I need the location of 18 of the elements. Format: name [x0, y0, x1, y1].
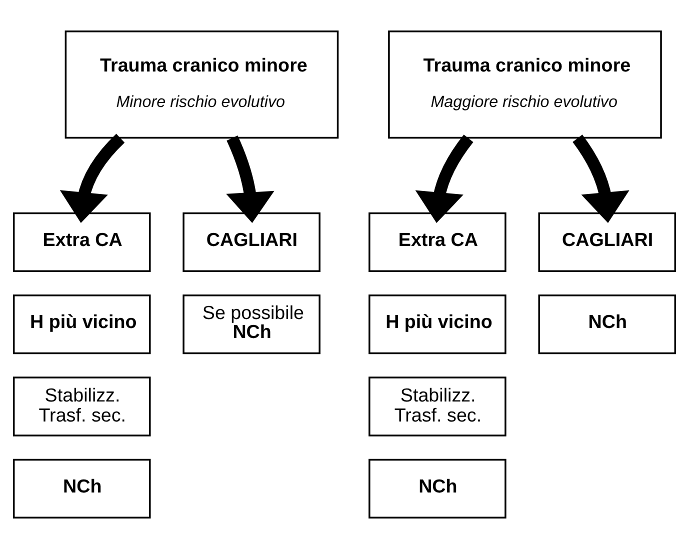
node-box: H più vicino [12, 294, 151, 354]
node-box: Stabilizz. Trasf. sec. [12, 376, 151, 436]
node-box: CAGLIARI [182, 212, 320, 272]
node-box: Extra CA [368, 212, 506, 272]
node-box: NCh [12, 458, 151, 518]
arrow [572, 134, 630, 222]
node-box: H più vicino [368, 294, 506, 354]
node-box: Se possibile NCh [182, 294, 320, 354]
arrow [226, 135, 274, 222]
node-box: Trauma cranico minore Maggiore rischio evolutivo [388, 30, 662, 138]
node-box: CAGLIARI [538, 212, 676, 272]
node-box: NCh [368, 458, 506, 518]
node-box: Stabilizz. Trasf. sec. [368, 376, 506, 436]
node-box: Extra CA [12, 212, 151, 272]
arrow [60, 133, 125, 222]
node-box: Trauma cranico minore Minore rischio evolutivo [64, 30, 339, 138]
arrow [415, 134, 474, 222]
node-box: NCh [538, 294, 676, 354]
